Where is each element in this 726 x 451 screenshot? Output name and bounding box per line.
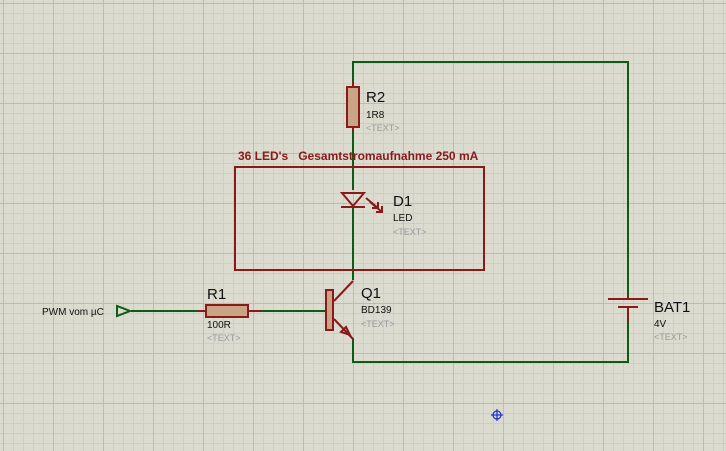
wire-top-loop <box>352 61 629 297</box>
resistor-r1[interactable]: R1 100R <TEXT> <box>198 286 262 343</box>
r2-text-placeholder: <TEXT> <box>366 123 400 133</box>
r1-text-placeholder: <TEXT> <box>207 333 241 343</box>
wire-bottom-loop <box>352 322 629 363</box>
r1-body[interactable] <box>205 304 249 318</box>
resistor-r2[interactable]: R2 1R8 <TEXT> <box>346 82 400 133</box>
d1-ref-label: D1 <box>393 193 412 210</box>
r2-value-label: 1R8 <box>366 110 385 121</box>
q1-base-bar[interactable] <box>325 289 334 331</box>
input-terminal-arrow <box>116 304 133 318</box>
r1-ref-label: R1 <box>207 286 226 303</box>
d1-value-label: LED <box>393 213 412 224</box>
bat1-value-label: 4V <box>654 319 667 330</box>
origin-marker-icon <box>491 409 503 421</box>
led-array-box[interactable] <box>234 166 485 271</box>
r1-value-label: 100R <box>207 320 231 331</box>
d1-text-placeholder: <TEXT> <box>393 227 427 237</box>
bat1-text-placeholder: <TEXT> <box>654 332 688 342</box>
input-terminal-label: PWM vom µC <box>42 307 104 318</box>
led-d1[interactable]: D1 LED <TEXT> <box>339 192 427 237</box>
q1-text-placeholder: <TEXT> <box>361 319 395 329</box>
d1-triangle <box>339 192 367 208</box>
bat1-ref-label: BAT1 <box>654 299 690 316</box>
annotation-text: 36 LED's Gesamtstromaufnahme 250 mA <box>238 149 479 163</box>
battery-bat1[interactable]: BAT1 4V <TEXT> <box>608 296 690 342</box>
d1-light-arrow-2 <box>376 206 383 213</box>
d1-light-ray-2 <box>369 201 383 213</box>
wires <box>131 61 629 363</box>
q1-ref-label: Q1 <box>361 285 381 302</box>
r2-body[interactable] <box>346 86 360 128</box>
q1-emitter-arrow <box>339 325 352 337</box>
q1-value-label: BD139 <box>361 305 392 316</box>
r2-ref-label: R2 <box>366 89 385 106</box>
input-terminal[interactable]: PWM vom µC <box>42 304 133 318</box>
transistor-q1[interactable]: Q1 BD139 <TEXT> <box>325 280 395 340</box>
q1-collector <box>333 280 354 302</box>
